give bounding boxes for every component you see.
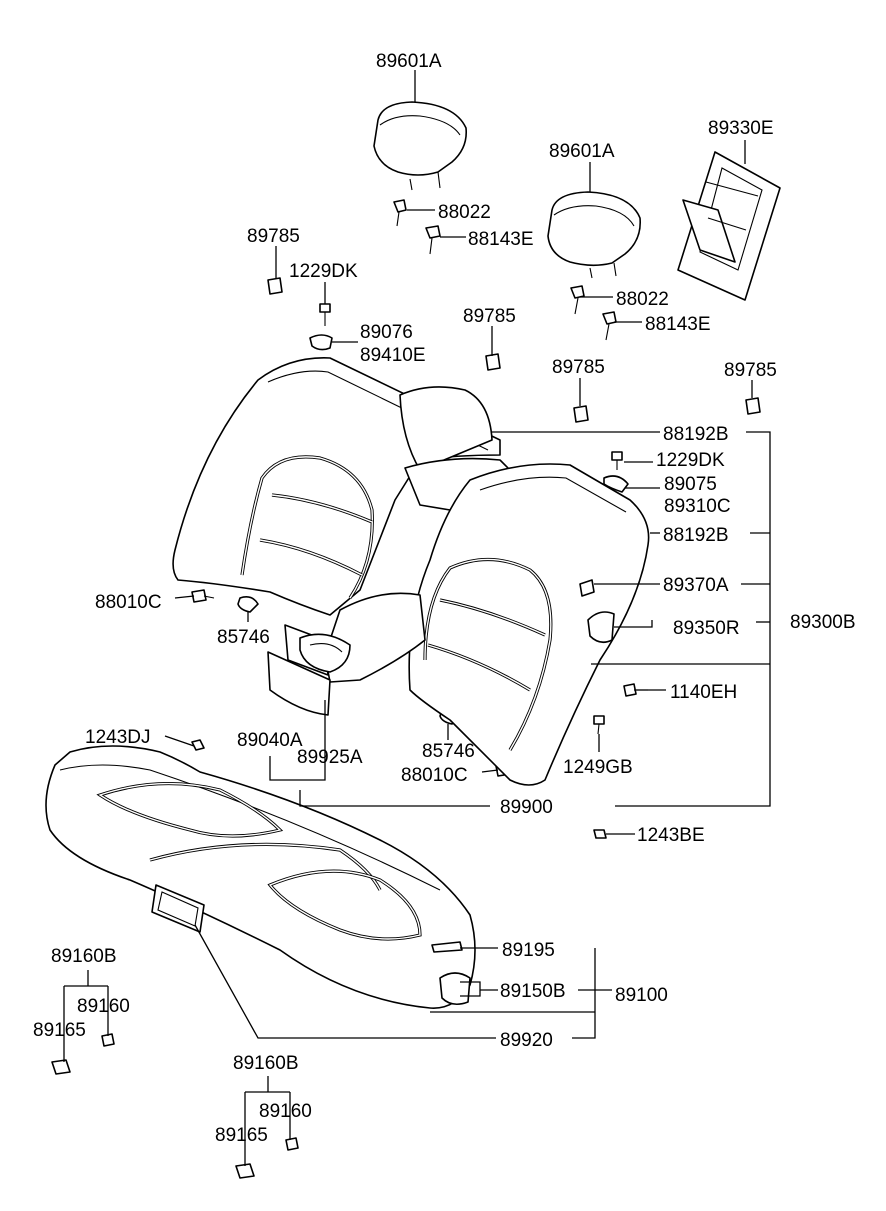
label-bracket-89350r: 89350R <box>673 618 740 639</box>
label-back-assy-89300b: 89300B <box>790 612 856 633</box>
label-frame-88192b-a: 88192B <box>663 424 729 445</box>
seat-cushion-drawing <box>45 745 476 1009</box>
label-bolt-1249gb: 1249GB <box>563 757 633 778</box>
label-clip-89160b-b: 89160B <box>233 1053 299 1074</box>
label-headrest-right: 89601A <box>549 141 615 162</box>
label-clip-89160-a: 89160 <box>77 996 130 1017</box>
label-cup-holder-89925a: 89925A <box>297 747 363 768</box>
label-guide-lock-left: 88143E <box>468 229 534 250</box>
label-escutcheon-89410e: 89410E <box>360 345 426 366</box>
label-bush-85746-a: 85746 <box>217 627 270 648</box>
seat-clips-drawing <box>51 1033 299 1179</box>
label-belt-cover-89920: 89920 <box>500 1030 553 1051</box>
label-guide-right: 88022 <box>616 289 669 310</box>
part-labels: 89601A 89330E 89601A 88022 88143E 89785 … <box>33 51 856 1146</box>
seatback-right-drawing <box>408 463 650 786</box>
label-headrest-left: 89601A <box>376 51 442 72</box>
clip-parts-drawing <box>267 277 761 423</box>
cover-panel-drawing <box>677 151 781 301</box>
label-armrest-89040a: 89040A <box>237 730 303 751</box>
label-clip-89160b-a: 89160B <box>51 946 117 967</box>
label-guide-left: 88022 <box>438 202 491 223</box>
label-back-assy-89900: 89900 <box>500 797 553 818</box>
label-clip-89785-a: 89785 <box>247 226 300 247</box>
label-guide-lock-right: 88143E <box>645 314 711 335</box>
label-clip-89785-c: 89785 <box>552 357 605 378</box>
guide-parts-drawing <box>393 199 617 341</box>
label-bush-85746-b: 85746 <box>422 741 475 762</box>
label-knob-89310c: 89310C <box>664 496 731 517</box>
label-pad-89150b: 89150B <box>500 981 566 1002</box>
label-cushion-assy-89100: 89100 <box>615 985 668 1006</box>
label-bolt-1140eh: 1140EH <box>670 682 737 703</box>
label-knob-89075: 89075 <box>664 474 717 495</box>
label-clip-89165-b: 89165 <box>215 1125 268 1146</box>
headrest-right-drawing <box>547 191 642 279</box>
label-escutcheon-89076: 89076 <box>360 322 413 343</box>
label-bolt-1229dk-b: 1229DK <box>656 450 725 471</box>
label-clip-89785-b: 89785 <box>463 306 516 327</box>
label-lock-89370a: 89370A <box>663 575 729 596</box>
label-clip-89165-a: 89165 <box>33 1020 86 1041</box>
label-cover-panel: 89330E <box>708 118 774 139</box>
label-hinge-88010c-b: 88010C <box>401 765 468 786</box>
label-hinge-88010c-a: 88010C <box>95 592 162 613</box>
armrest-drawing <box>267 592 426 716</box>
label-bolt-1243be: 1243BE <box>637 825 705 846</box>
label-bolt-1243dj: 1243DJ <box>85 727 151 748</box>
label-clip-89785-d: 89785 <box>724 360 777 381</box>
label-hook-89195: 89195 <box>502 940 555 961</box>
leader-lines <box>63 70 771 1166</box>
label-clip-89160-b: 89160 <box>259 1101 312 1122</box>
headrest-left-drawing <box>373 101 468 191</box>
label-frame-88192b-b: 88192B <box>663 525 729 546</box>
center-passthrough-drawing <box>399 386 521 511</box>
label-bolt-1229dk-a: 1229DK <box>289 261 358 282</box>
